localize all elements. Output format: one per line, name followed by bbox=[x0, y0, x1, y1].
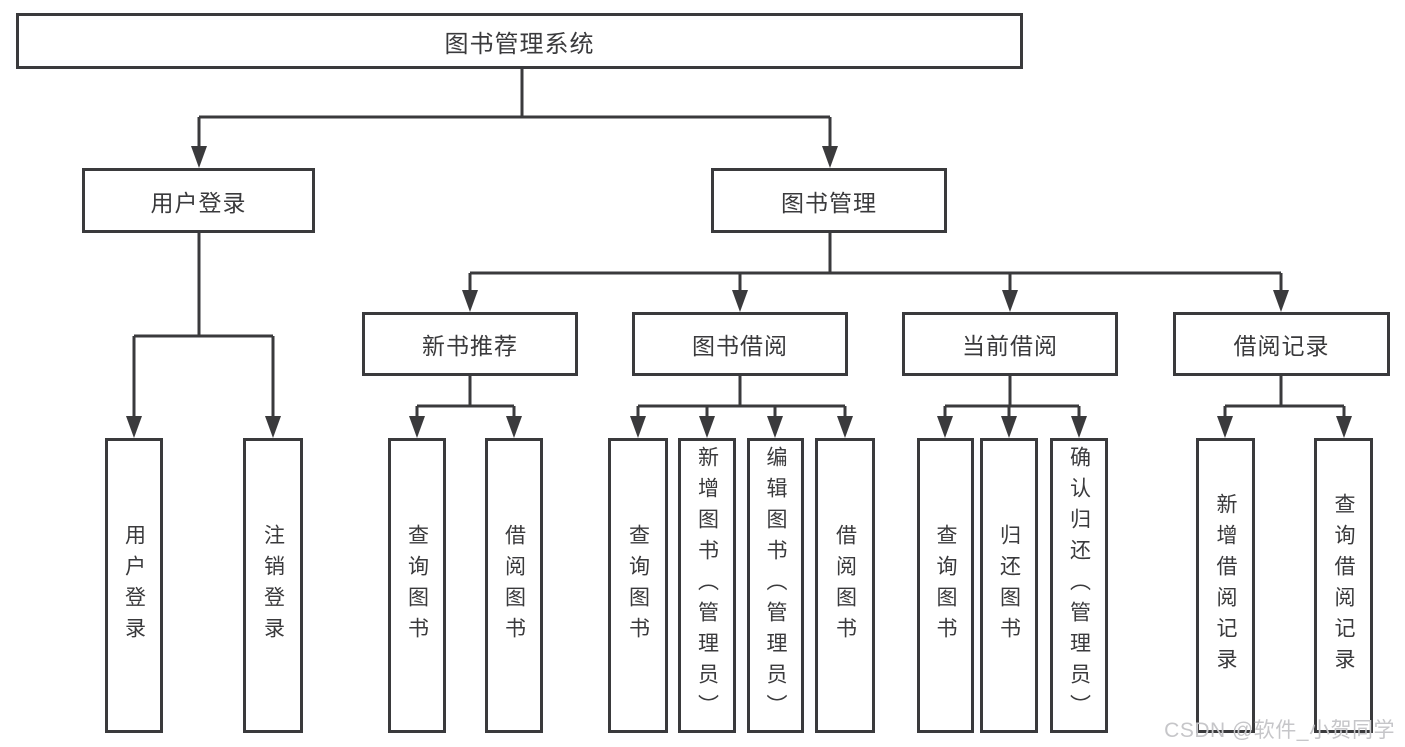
node-label: 借阅记录 bbox=[1233, 333, 1330, 359]
node-book-management: 图书管理 bbox=[711, 168, 947, 233]
leaf-label: 借阅图书 bbox=[502, 523, 526, 648]
leaf-label: 新增借阅记录 bbox=[1214, 492, 1237, 679]
leaf-confirm-return-admin: 确认归还（管理员） bbox=[1050, 438, 1108, 733]
leaf-label: 新增图书（管理员） bbox=[695, 446, 719, 725]
leaf-return-books: 归还图书 bbox=[980, 438, 1038, 733]
node-user-login: 用户登录 bbox=[82, 168, 315, 233]
leaf-logout-login: 注销登录 bbox=[243, 438, 303, 733]
leaf-label: 用户登录 bbox=[122, 523, 146, 648]
leaf-borrow-books-recommend: 借阅图书 bbox=[485, 438, 543, 733]
leaf-label: 归还图书 bbox=[997, 523, 1021, 648]
leaf-query-borrow-record: 查询借阅记录 bbox=[1314, 438, 1373, 733]
leaf-label: 查询图书 bbox=[626, 523, 650, 648]
leaf-add-borrow-record: 新增借阅记录 bbox=[1196, 438, 1255, 733]
leaf-label: 借阅图书 bbox=[833, 523, 857, 648]
leaf-label: 确认归还（管理员） bbox=[1067, 446, 1091, 725]
node-label: 用户登录 bbox=[150, 189, 247, 216]
node-label: 图书管理系统 bbox=[444, 30, 595, 58]
node-label: 图书管理 bbox=[781, 189, 877, 216]
leaf-query-books-borrow: 查询图书 bbox=[608, 438, 668, 733]
node-book-borrow: 图书借阅 bbox=[632, 312, 848, 376]
leaf-label: 查询图书 bbox=[405, 523, 429, 648]
node-label: 当前借阅 bbox=[962, 333, 1058, 359]
node-label: 新书推荐 bbox=[422, 333, 518, 359]
leaf-borrow-books: 借阅图书 bbox=[815, 438, 875, 733]
leaf-add-books-admin: 新增图书（管理员） bbox=[678, 438, 736, 733]
leaf-label: 注销登录 bbox=[261, 523, 285, 648]
leaf-edit-books-admin: 编辑图书（管理员） bbox=[747, 438, 804, 733]
leaf-query-books-current: 查询图书 bbox=[917, 438, 974, 733]
watermark: CSDN @软件_小贺同学 bbox=[1164, 719, 1395, 742]
node-borrow-records: 借阅记录 bbox=[1173, 312, 1390, 376]
leaf-label: 查询图书 bbox=[934, 523, 957, 648]
leaf-label: 查询借阅记录 bbox=[1332, 492, 1355, 679]
node-label: 图书借阅 bbox=[692, 333, 788, 359]
leaf-user-login: 用户登录 bbox=[105, 438, 163, 733]
node-current-borrow: 当前借阅 bbox=[902, 312, 1118, 376]
node-library-management-system: 图书管理系统 bbox=[16, 13, 1023, 69]
leaf-label: 编辑图书（管理员） bbox=[764, 446, 787, 725]
node-new-book-recommend: 新书推荐 bbox=[362, 312, 578, 376]
leaf-query-books-recommend: 查询图书 bbox=[388, 438, 446, 733]
